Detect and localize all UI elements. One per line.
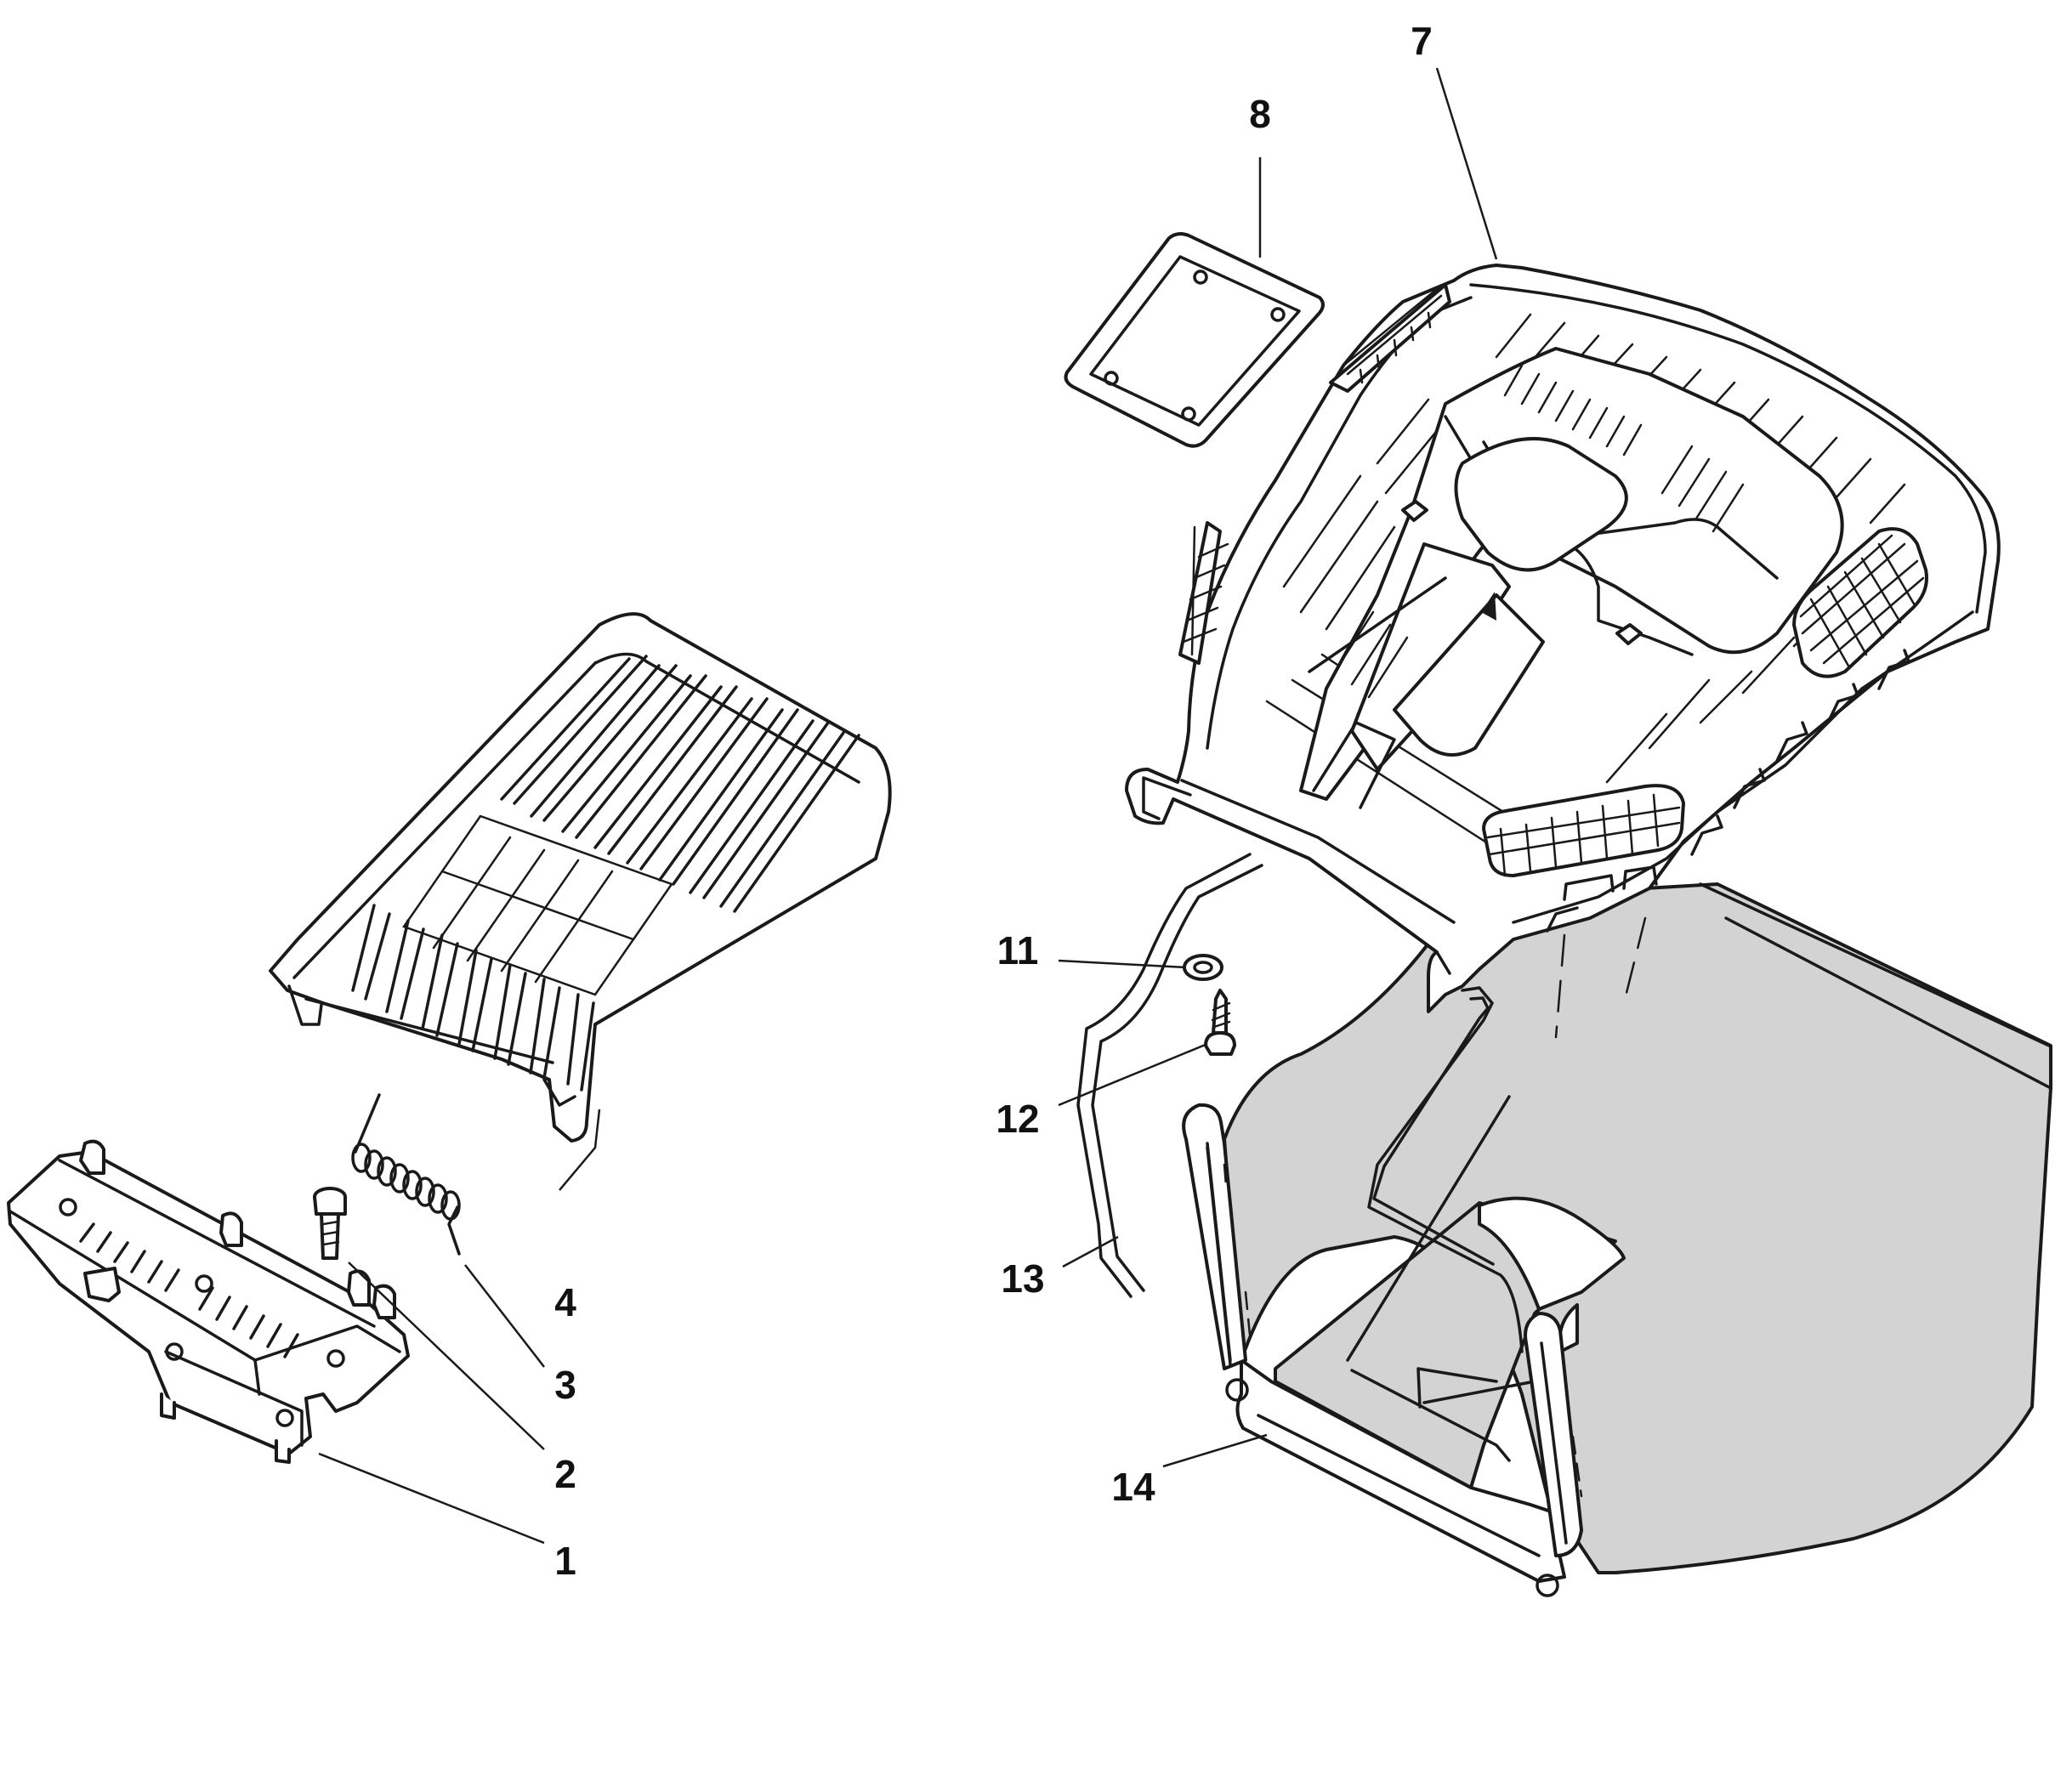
callout-labels: 4 3 2 1 8 7 11 12 13 14 xyxy=(554,19,1433,1583)
callout-2: 2 xyxy=(554,1452,576,1496)
vent-grille-front xyxy=(1482,784,1685,877)
leader-lines xyxy=(318,67,1498,1545)
callout-11: 11 xyxy=(997,928,1039,973)
part-washer xyxy=(1183,954,1223,981)
part-access-cover xyxy=(1064,232,1325,448)
part-screw xyxy=(313,1187,347,1260)
spring-coils xyxy=(351,1143,461,1221)
vent-grille-left xyxy=(1178,521,1229,665)
flap-ribs-top xyxy=(500,655,860,913)
callout-8: 8 xyxy=(1249,92,1271,136)
callout-1: 1 xyxy=(554,1539,576,1583)
callout-14: 14 xyxy=(1111,1465,1155,1509)
part-hinge-bracket xyxy=(7,1139,410,1464)
flap-ribs-bottom xyxy=(351,904,595,1092)
hinge-slots xyxy=(79,1222,299,1358)
flap-grid xyxy=(402,814,673,996)
callout-4: 4 xyxy=(554,1280,576,1324)
vent-grille-top xyxy=(1329,283,1451,393)
part-bag-top xyxy=(1125,264,2001,1039)
callout-3: 3 xyxy=(554,1363,576,1407)
handle-grip-ribs xyxy=(1333,364,1745,699)
part-rear-flap xyxy=(269,612,892,1143)
part-spring xyxy=(351,1093,461,1256)
part-bag-frame xyxy=(1076,853,1583,1597)
vent-grille-right xyxy=(1792,527,1928,678)
callout-13: 13 xyxy=(1001,1256,1044,1301)
part-grass-bag xyxy=(1223,882,2052,1583)
part-self-tap-screw xyxy=(1204,989,1236,1056)
callout-12: 12 xyxy=(996,1097,1039,1141)
callout-7: 7 xyxy=(1411,19,1433,63)
